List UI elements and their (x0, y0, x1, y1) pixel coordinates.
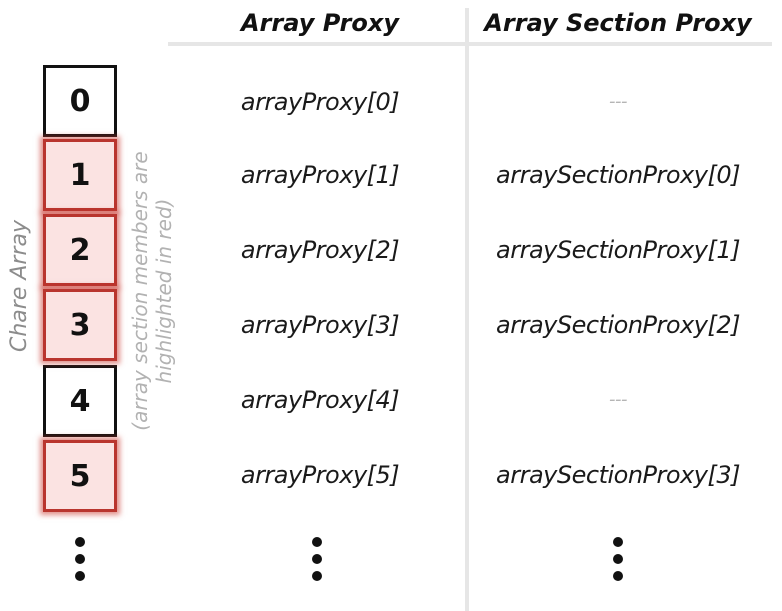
chare-array-label: Chare Array (7, 220, 32, 352)
section-proxy-entry-2: arraySectionProxy[1] (496, 236, 740, 264)
section-proxy-entry-0: --- (609, 91, 628, 112)
section-proxy-ellipsis-icon (603, 537, 633, 583)
section-proxy-entry-1: arraySectionProxy[0] (496, 161, 740, 189)
array-proxy-entry-2: arrayProxy[2] (240, 236, 400, 264)
column-divider-vertical (465, 8, 469, 611)
header-divider-horizontal (168, 42, 772, 46)
array-proxy-entry-5: arrayProxy[5] (240, 461, 400, 489)
array-proxy-entry-3: arrayProxy[3] (240, 311, 400, 339)
section-note-label: (array section members are highlighted i… (128, 141, 178, 441)
array-section-proxy-header: Array Section Proxy (484, 9, 752, 37)
section-note-line2: highlighted in red) (152, 198, 176, 384)
chare-cell-4: 4 (43, 365, 117, 437)
section-note-line1: (array section members are (128, 151, 152, 431)
section-proxy-entry-3: arraySectionProxy[2] (496, 311, 740, 339)
array-proxy-entry-4: arrayProxy[4] (240, 386, 400, 414)
chare-cell-2: 2 (43, 214, 117, 286)
section-proxy-entry-5: arraySectionProxy[3] (496, 461, 740, 489)
chare-array-ellipsis-icon (65, 537, 95, 583)
chare-cell-0: 0 (43, 65, 117, 137)
section-proxy-entry-4: --- (609, 389, 628, 410)
chare-cell-3: 3 (43, 289, 117, 361)
chare-cell-5: 5 (43, 440, 117, 512)
chare-cell-1: 1 (43, 139, 117, 211)
array-proxy-entry-1: arrayProxy[1] (240, 161, 400, 189)
array-proxy-ellipsis-icon (302, 537, 332, 583)
array-proxy-header: Array Proxy (240, 9, 399, 37)
array-proxy-entry-0: arrayProxy[0] (240, 88, 400, 116)
